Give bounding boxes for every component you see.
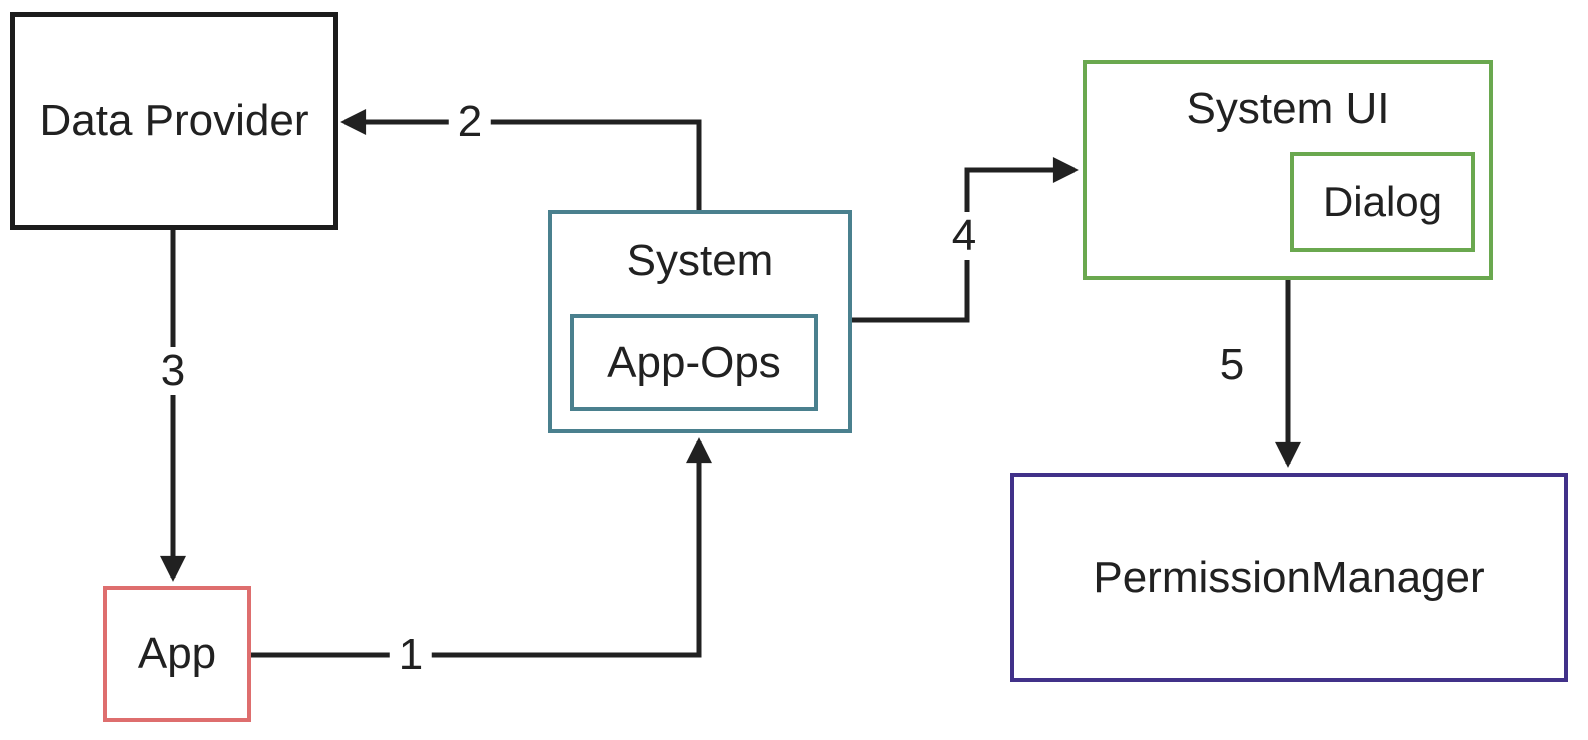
system-ui-label: System UI bbox=[1186, 84, 1390, 133]
connector-label-2: 2 bbox=[448, 98, 492, 146]
dialog-label: Dialog bbox=[1322, 178, 1443, 225]
arrow-1-app-to-system bbox=[250, 437, 712, 658]
system-label: System bbox=[626, 236, 774, 285]
connector-label-4: 4 bbox=[942, 212, 986, 260]
node-app-ops: App-Ops bbox=[570, 314, 818, 411]
app-label: App bbox=[137, 629, 217, 678]
node-system-ui: System UI Dialog bbox=[1083, 60, 1493, 280]
node-data-provider: Data Provider bbox=[10, 12, 338, 230]
connector-label-3: 3 bbox=[151, 347, 195, 395]
node-app: App bbox=[103, 586, 251, 722]
data-provider-label: Data Provider bbox=[39, 96, 309, 145]
arrow-2-system-to-data-provider bbox=[340, 109, 702, 212]
node-dialog: Dialog bbox=[1290, 152, 1475, 252]
node-permission-manager: PermissionManager bbox=[1010, 473, 1568, 682]
connector-label-5: 5 bbox=[1210, 341, 1254, 389]
app-ops-label: App-Ops bbox=[607, 337, 781, 387]
connector-label-1: 1 bbox=[389, 631, 433, 679]
node-system: System App-Ops bbox=[548, 210, 852, 433]
permission-manager-label: PermissionManager bbox=[1093, 552, 1485, 602]
